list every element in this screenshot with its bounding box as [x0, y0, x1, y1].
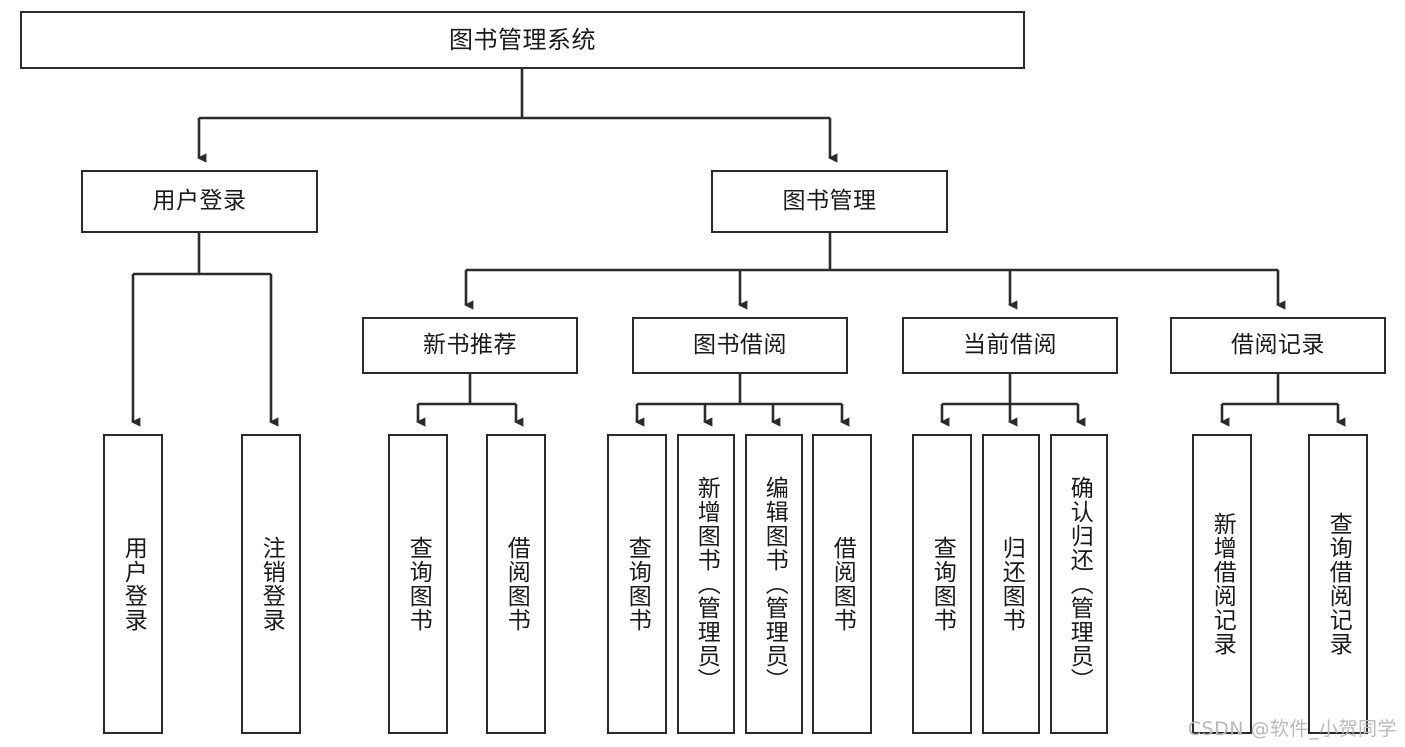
leaf-edit-book-admin[interactable]: 编辑图书（管理员）: [745, 434, 803, 734]
node-label: 确认归还（管理员）: [1066, 476, 1093, 692]
leaf-borrow-book-recommend[interactable]: 借阅图书: [486, 434, 546, 734]
node-label: 图书管理: [782, 187, 877, 214]
leaf-add-borrow-record[interactable]: 新增借阅记录: [1192, 434, 1252, 734]
node-current-borrow[interactable]: 当前借阅: [902, 317, 1118, 374]
node-label: 注销登录: [258, 536, 285, 632]
node-label: 借阅图书: [503, 536, 530, 632]
node-label: 查询借阅记录: [1325, 512, 1352, 656]
leaf-query-book-borrow[interactable]: 查询图书: [607, 434, 667, 734]
leaf-logout[interactable]: 注销登录: [241, 434, 301, 734]
node-new-book-recommend[interactable]: 新书推荐: [362, 317, 578, 374]
node-label: 编辑图书（管理员）: [761, 476, 788, 692]
node-label: 查询图书: [929, 536, 956, 632]
leaf-user-login[interactable]: 用户登录: [103, 434, 163, 734]
leaf-query-book-current[interactable]: 查询图书: [912, 434, 972, 734]
node-root-system[interactable]: 图书管理系统: [20, 11, 1025, 69]
node-label: 用户登录: [120, 536, 147, 632]
csdn-watermark: CSDN @软件_小贺同学: [1187, 718, 1397, 740]
node-borrow-records[interactable]: 借阅记录: [1170, 317, 1386, 374]
node-label: 新书推荐: [423, 331, 517, 358]
node-label: 图书借阅: [693, 331, 787, 358]
node-label: 用户登录: [152, 187, 247, 214]
node-label: 新增图书（管理员）: [693, 476, 720, 692]
node-label: 查询图书: [624, 536, 651, 632]
node-book-management[interactable]: 图书管理: [711, 170, 948, 233]
leaf-return-book[interactable]: 归还图书: [982, 434, 1040, 734]
leaf-confirm-return-admin[interactable]: 确认归还（管理员）: [1050, 434, 1108, 734]
node-label: 图书管理系统: [449, 25, 596, 54]
leaf-add-book-admin[interactable]: 新增图书（管理员）: [677, 434, 735, 734]
node-label: 新增借阅记录: [1209, 512, 1236, 656]
node-label: 归还图书: [998, 536, 1025, 632]
leaf-borrow-book[interactable]: 借阅图书: [812, 434, 872, 734]
leaf-query-borrow-record[interactable]: 查询借阅记录: [1308, 434, 1368, 734]
node-label: 查询图书: [405, 536, 432, 632]
node-label: 借阅记录: [1231, 331, 1325, 358]
leaf-query-book-recommend[interactable]: 查询图书: [388, 434, 448, 734]
node-user-login[interactable]: 用户登录: [81, 170, 318, 233]
node-label: 借阅图书: [829, 536, 856, 632]
node-label: 当前借阅: [963, 331, 1057, 358]
node-book-borrow[interactable]: 图书借阅: [632, 317, 848, 374]
